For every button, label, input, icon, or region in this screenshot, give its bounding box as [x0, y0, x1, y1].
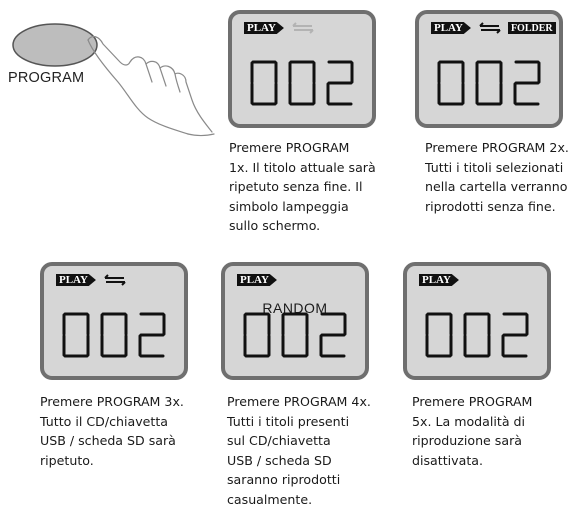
- caption-line: sul CD/chiavetta: [227, 433, 331, 448]
- caption-line: Premere PROGRAM 3x.: [40, 394, 184, 409]
- repeat-icon: [479, 22, 501, 34]
- program-button[interactable]: [12, 23, 98, 67]
- caption-5: Premere PROGRAM 5x. La modalità di ripro…: [412, 392, 582, 470]
- play-badge: PLAY: [237, 274, 277, 286]
- lcd-digit-group: [62, 312, 166, 358]
- lcd-panel-3: PLAY: [40, 262, 188, 380]
- caption-line: casualmente.: [227, 491, 313, 507]
- caption-line: 1x. Il titolo attuale sarà: [229, 159, 376, 175]
- lcd-digits: [419, 58, 559, 110]
- lcd-digit: [475, 60, 503, 106]
- program-label: PROGRAM: [8, 70, 85, 86]
- caption-line: 5x. La modalità di: [412, 413, 526, 429]
- caption-line: ripetuto.: [40, 452, 94, 468]
- caption-line: Premere PROGRAM 4x.: [227, 394, 371, 409]
- lcd-panel-5: PLAY: [403, 262, 551, 380]
- caption-line: Premere PROGRAM: [412, 394, 533, 409]
- caption-1: Premere PROGRAM 1x. Il titolo attuale sa…: [229, 138, 397, 236]
- lcd-panel-4: PLAY RANDOM: [221, 262, 369, 380]
- lcd-digit: [288, 60, 316, 106]
- lcd-digit: [243, 312, 271, 358]
- caption-line: nella cartella verranno: [425, 179, 568, 194]
- caption-line: Premere PROGRAM 2x.: [425, 140, 569, 155]
- caption-line: Tutto il CD/chiavetta: [40, 413, 168, 429]
- repeat-icon: [292, 22, 314, 34]
- play-indicator: PLAY: [56, 274, 128, 286]
- lcd-digit: [463, 312, 491, 358]
- random-label: RANDOM: [262, 300, 328, 316]
- lcd-panel-2: PLAY FOLDER: [415, 10, 563, 128]
- lcd-digit: [501, 312, 529, 358]
- play-indicator: PLAY: [419, 274, 459, 286]
- lcd-digit-group: [425, 312, 529, 358]
- lcd-digit: [326, 60, 354, 106]
- pointing-hand-icon: [87, 35, 215, 137]
- caption-line: Premere PROGRAM: [229, 140, 350, 155]
- caption-line: USB / scheda SD sarà: [40, 433, 176, 448]
- play-indicator: PLAY FOLDER: [431, 22, 556, 34]
- lcd-digits: [225, 310, 365, 362]
- play-badge: PLAY: [56, 274, 96, 286]
- repeat-icon: [104, 274, 126, 286]
- play-indicator: PLAY: [244, 22, 316, 34]
- lcd-digit: [437, 60, 465, 106]
- lcd-digit: [250, 60, 278, 106]
- lcd-digits: [232, 58, 372, 110]
- caption-4: Premere PROGRAM 4x. Tutti i titoli prese…: [227, 392, 397, 509]
- caption-2: Premere PROGRAM 2x. Tutti i titoli selez…: [425, 138, 587, 216]
- caption-3: Premere PROGRAM 3x. Tutto il CD/chiavett…: [40, 392, 210, 470]
- play-indicator: PLAY: [237, 274, 277, 286]
- play-badge: PLAY: [244, 22, 284, 34]
- lcd-digit: [100, 312, 128, 358]
- lcd-digit: [319, 312, 347, 358]
- caption-line: Tutti i titoli selezionati: [425, 159, 564, 175]
- caption-line: riproduzione sarà: [412, 433, 522, 448]
- lcd-digit-group: [243, 312, 347, 358]
- caption-line: disattivata.: [412, 452, 483, 468]
- caption-line: USB / scheda SD: [227, 452, 332, 468]
- lcd-digits: [407, 310, 547, 362]
- lcd-digit-group: [437, 60, 541, 106]
- lcd-digits: [44, 310, 184, 362]
- caption-line: simbolo lampeggia: [229, 198, 349, 214]
- play-badge: PLAY: [419, 274, 459, 286]
- caption-line: riprodotti senza fine.: [425, 198, 556, 214]
- caption-line: ripetuto senza fine. Il: [229, 179, 363, 194]
- lcd-digit: [138, 312, 166, 358]
- lcd-panel-1: PLAY: [228, 10, 376, 128]
- lcd-digit: [281, 312, 309, 358]
- caption-line: sullo schermo.: [229, 218, 321, 233]
- program-button-illustration: [12, 23, 215, 137]
- folder-badge: FOLDER: [507, 22, 556, 34]
- lcd-digit-group: [250, 60, 354, 106]
- play-badge: PLAY: [431, 22, 471, 34]
- caption-line: Tutti i titoli presenti: [227, 413, 350, 429]
- lcd-digit: [425, 312, 453, 358]
- lcd-digit: [513, 60, 541, 106]
- lcd-digit: [62, 312, 90, 358]
- caption-line: saranno riprodotti: [227, 472, 341, 487]
